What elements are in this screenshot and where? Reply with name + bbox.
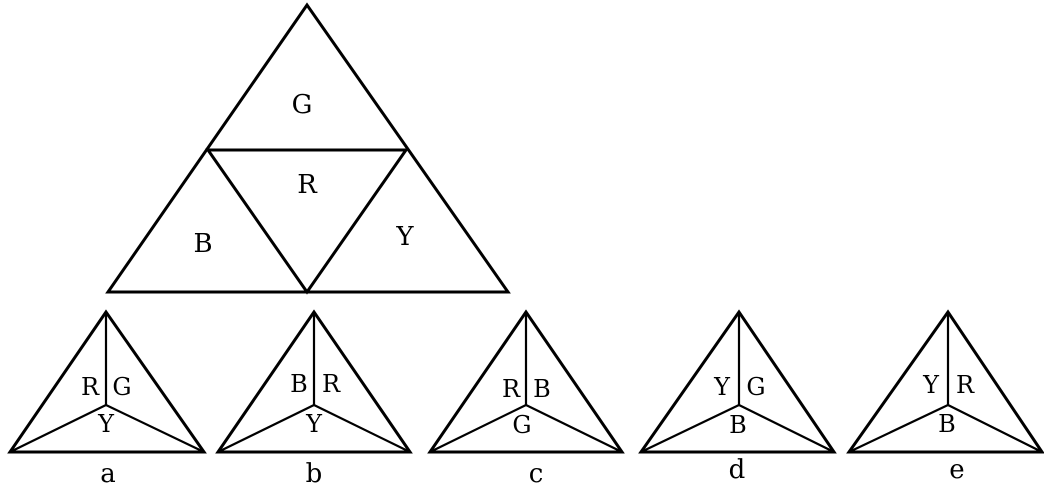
option-b-face-bottom-label: Y	[305, 410, 323, 438]
option-b-label: b	[306, 459, 323, 487]
option-e-edge-left	[848, 404, 949, 453]
option-d-edge-right	[738, 404, 835, 453]
option-e-face-right-label: R	[956, 371, 975, 399]
option-d: Y G B d	[638, 309, 837, 485]
option-e-outline	[846, 309, 1044, 454]
option-e: Y R B e	[846, 309, 1044, 485]
option-e-face-left-label: Y	[922, 371, 940, 399]
net-inner-triangle	[205, 148, 409, 295]
option-b-outline	[215, 309, 413, 454]
option-b: B R Y b	[215, 309, 413, 489]
net-face-center-label: R	[297, 170, 318, 200]
option-e-label: e	[949, 455, 964, 485]
option-d-face-bottom-label: B	[729, 411, 747, 439]
option-b-face-left-label: B	[290, 370, 308, 398]
option-b-face-right-label: R	[322, 370, 341, 398]
option-c-face-bottom-label: G	[512, 411, 531, 439]
option-c-face-right-label: B	[533, 375, 551, 403]
option-c: R B G c	[427, 309, 625, 489]
option-a-outline	[7, 309, 207, 454]
option-c-edge-left	[429, 404, 527, 453]
option-b-edge-right	[313, 404, 411, 453]
option-b-edge-left	[217, 404, 315, 453]
net-face-top-label: G	[292, 90, 313, 120]
option-c-edge-right	[525, 404, 623, 453]
option-c-face-left-label: R	[502, 375, 521, 403]
option-c-label: c	[529, 459, 544, 487]
option-e-face-bottom-label: B	[938, 410, 956, 438]
option-a-face-bottom-label: Y	[97, 410, 115, 438]
option-d-face-right-label: G	[746, 373, 765, 401]
net-face-right-label: Y	[395, 222, 414, 252]
net-face-left-label: B	[193, 229, 212, 259]
option-d-face-left-label: Y	[713, 373, 731, 401]
tetrahedron-net: G R B Y	[105, 2, 511, 295]
option-c-outline	[427, 309, 625, 454]
option-a-face-left-label: R	[81, 373, 100, 401]
option-a-face-right-label: G	[112, 373, 131, 401]
option-e-edge-right	[947, 404, 1043, 453]
option-d-outline	[638, 309, 837, 454]
option-a: R G Y a	[7, 309, 207, 489]
option-d-edge-left	[640, 404, 740, 453]
option-d-label: d	[729, 455, 746, 485]
option-a-edge-right	[105, 404, 205, 453]
option-a-edge-left	[9, 404, 107, 453]
option-a-label: a	[100, 459, 116, 487]
